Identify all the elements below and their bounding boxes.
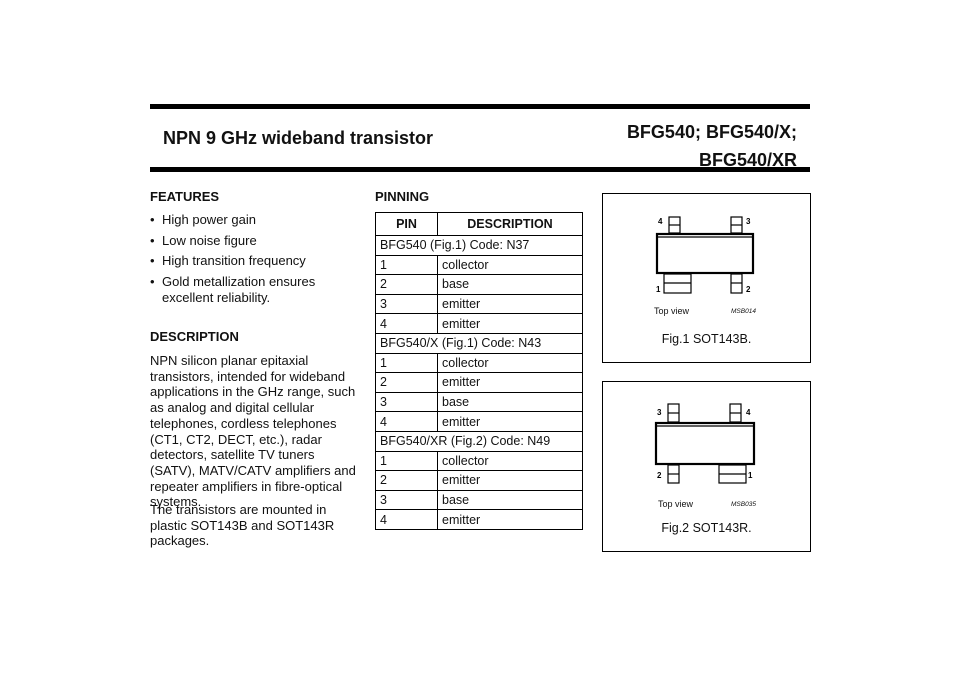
pin-number: 4 xyxy=(375,509,438,530)
pinning-group-title: BFG540 (Fig.1) Code: N37 xyxy=(375,235,583,256)
figure-2-box: 3 4 2 1 Top view MSB035 Fig.2 SOT143R. xyxy=(602,381,811,552)
description-column-header: DESCRIPTION xyxy=(437,212,583,236)
pin-label: 2 xyxy=(746,285,751,294)
pin-number: 2 xyxy=(375,470,438,491)
pinning-group-title: BFG540/XR (Fig.2) Code: N49 xyxy=(375,430,583,452)
pin-description: emitter xyxy=(437,372,583,393)
top-view-label: Top view xyxy=(658,499,694,509)
top-rule xyxy=(150,104,810,109)
pin-description: emitter xyxy=(437,509,583,530)
part-numbers: BFG540; BFG540/X; BFG540/XR xyxy=(627,118,797,174)
pin-description: emitter xyxy=(437,411,583,432)
feature-item: Gold metallization ensures excellent rel… xyxy=(150,274,322,306)
pin-description: base xyxy=(437,489,583,511)
feature-item: Low noise figure xyxy=(150,233,350,249)
pin-column-header: PIN xyxy=(375,212,438,236)
pin-number: 4 xyxy=(375,313,438,334)
figure-1-caption: Fig.1 SOT143B. xyxy=(661,332,752,346)
pin-description: emitter xyxy=(437,293,583,315)
drawing-code: MSB014 xyxy=(731,308,756,315)
features-heading: FEATURES xyxy=(150,189,220,204)
pin-label: 2 xyxy=(657,471,662,480)
figure-2-caption: Fig.2 SOT143R. xyxy=(661,521,752,535)
sot143r-package-diagram: 3 4 2 1 xyxy=(654,403,756,484)
pin-number: 1 xyxy=(375,450,438,472)
package-body xyxy=(654,421,756,466)
pin-description: base xyxy=(437,391,583,413)
pin-number: 1 xyxy=(375,254,438,276)
top-view-label: Top view xyxy=(654,306,690,316)
header-bottom-rule xyxy=(150,167,810,172)
pin-number: 3 xyxy=(375,391,438,413)
pin-description: collector xyxy=(437,352,583,374)
pin-description: emitter xyxy=(437,313,583,334)
sot143b-package-diagram: 4 3 1 2 xyxy=(655,216,755,294)
pin-number: 4 xyxy=(375,411,438,432)
part-numbers-line2: BFG540/XR xyxy=(698,150,797,170)
package-body xyxy=(655,232,755,275)
document-title: NPN 9 GHz wideband transistor xyxy=(163,128,434,148)
pin-description: collector xyxy=(437,450,583,472)
feature-item: High power gain xyxy=(150,212,350,228)
pin-number: 1 xyxy=(375,352,438,374)
features-list: High power gain Low noise figure High tr… xyxy=(150,212,350,310)
description-paragraph-1: NPN silicon planar epitaxial transistors… xyxy=(150,353,356,510)
part-numbers-line1: BFG540; BFG540/X; xyxy=(626,122,797,142)
pin-description: base xyxy=(437,274,583,295)
figure-1-box: 4 3 1 2 Top view MSB014 Fig.1 SOT143B. xyxy=(602,193,811,363)
pin-number: 2 xyxy=(375,274,438,295)
pinning-group-title: BFG540/X (Fig.1) Code: N43 xyxy=(375,332,583,354)
pinning-table: PIN DESCRIPTION BFG540 (Fig.1) Code: N37… xyxy=(375,212,583,530)
pin-label: 4 xyxy=(658,217,663,226)
pinning-heading: PINNING xyxy=(375,189,430,204)
pin-number: 2 xyxy=(375,372,438,393)
pin-description: emitter xyxy=(437,470,583,491)
drawing-code: MSB035 xyxy=(731,501,756,508)
pin-description: collector xyxy=(437,254,583,276)
pin-number: 3 xyxy=(375,489,438,511)
pin-label: 1 xyxy=(656,285,661,294)
pin-label: 3 xyxy=(657,408,662,417)
feature-item: High transition frequency xyxy=(150,253,350,269)
pin-number: 3 xyxy=(375,293,438,315)
description-paragraph-2: The transistors are mounted in plastic S… xyxy=(150,502,335,549)
pin-label: 3 xyxy=(746,217,751,226)
description-heading: DESCRIPTION xyxy=(150,329,239,344)
pin-label: 1 xyxy=(748,471,753,480)
pin-label: 4 xyxy=(746,408,751,417)
